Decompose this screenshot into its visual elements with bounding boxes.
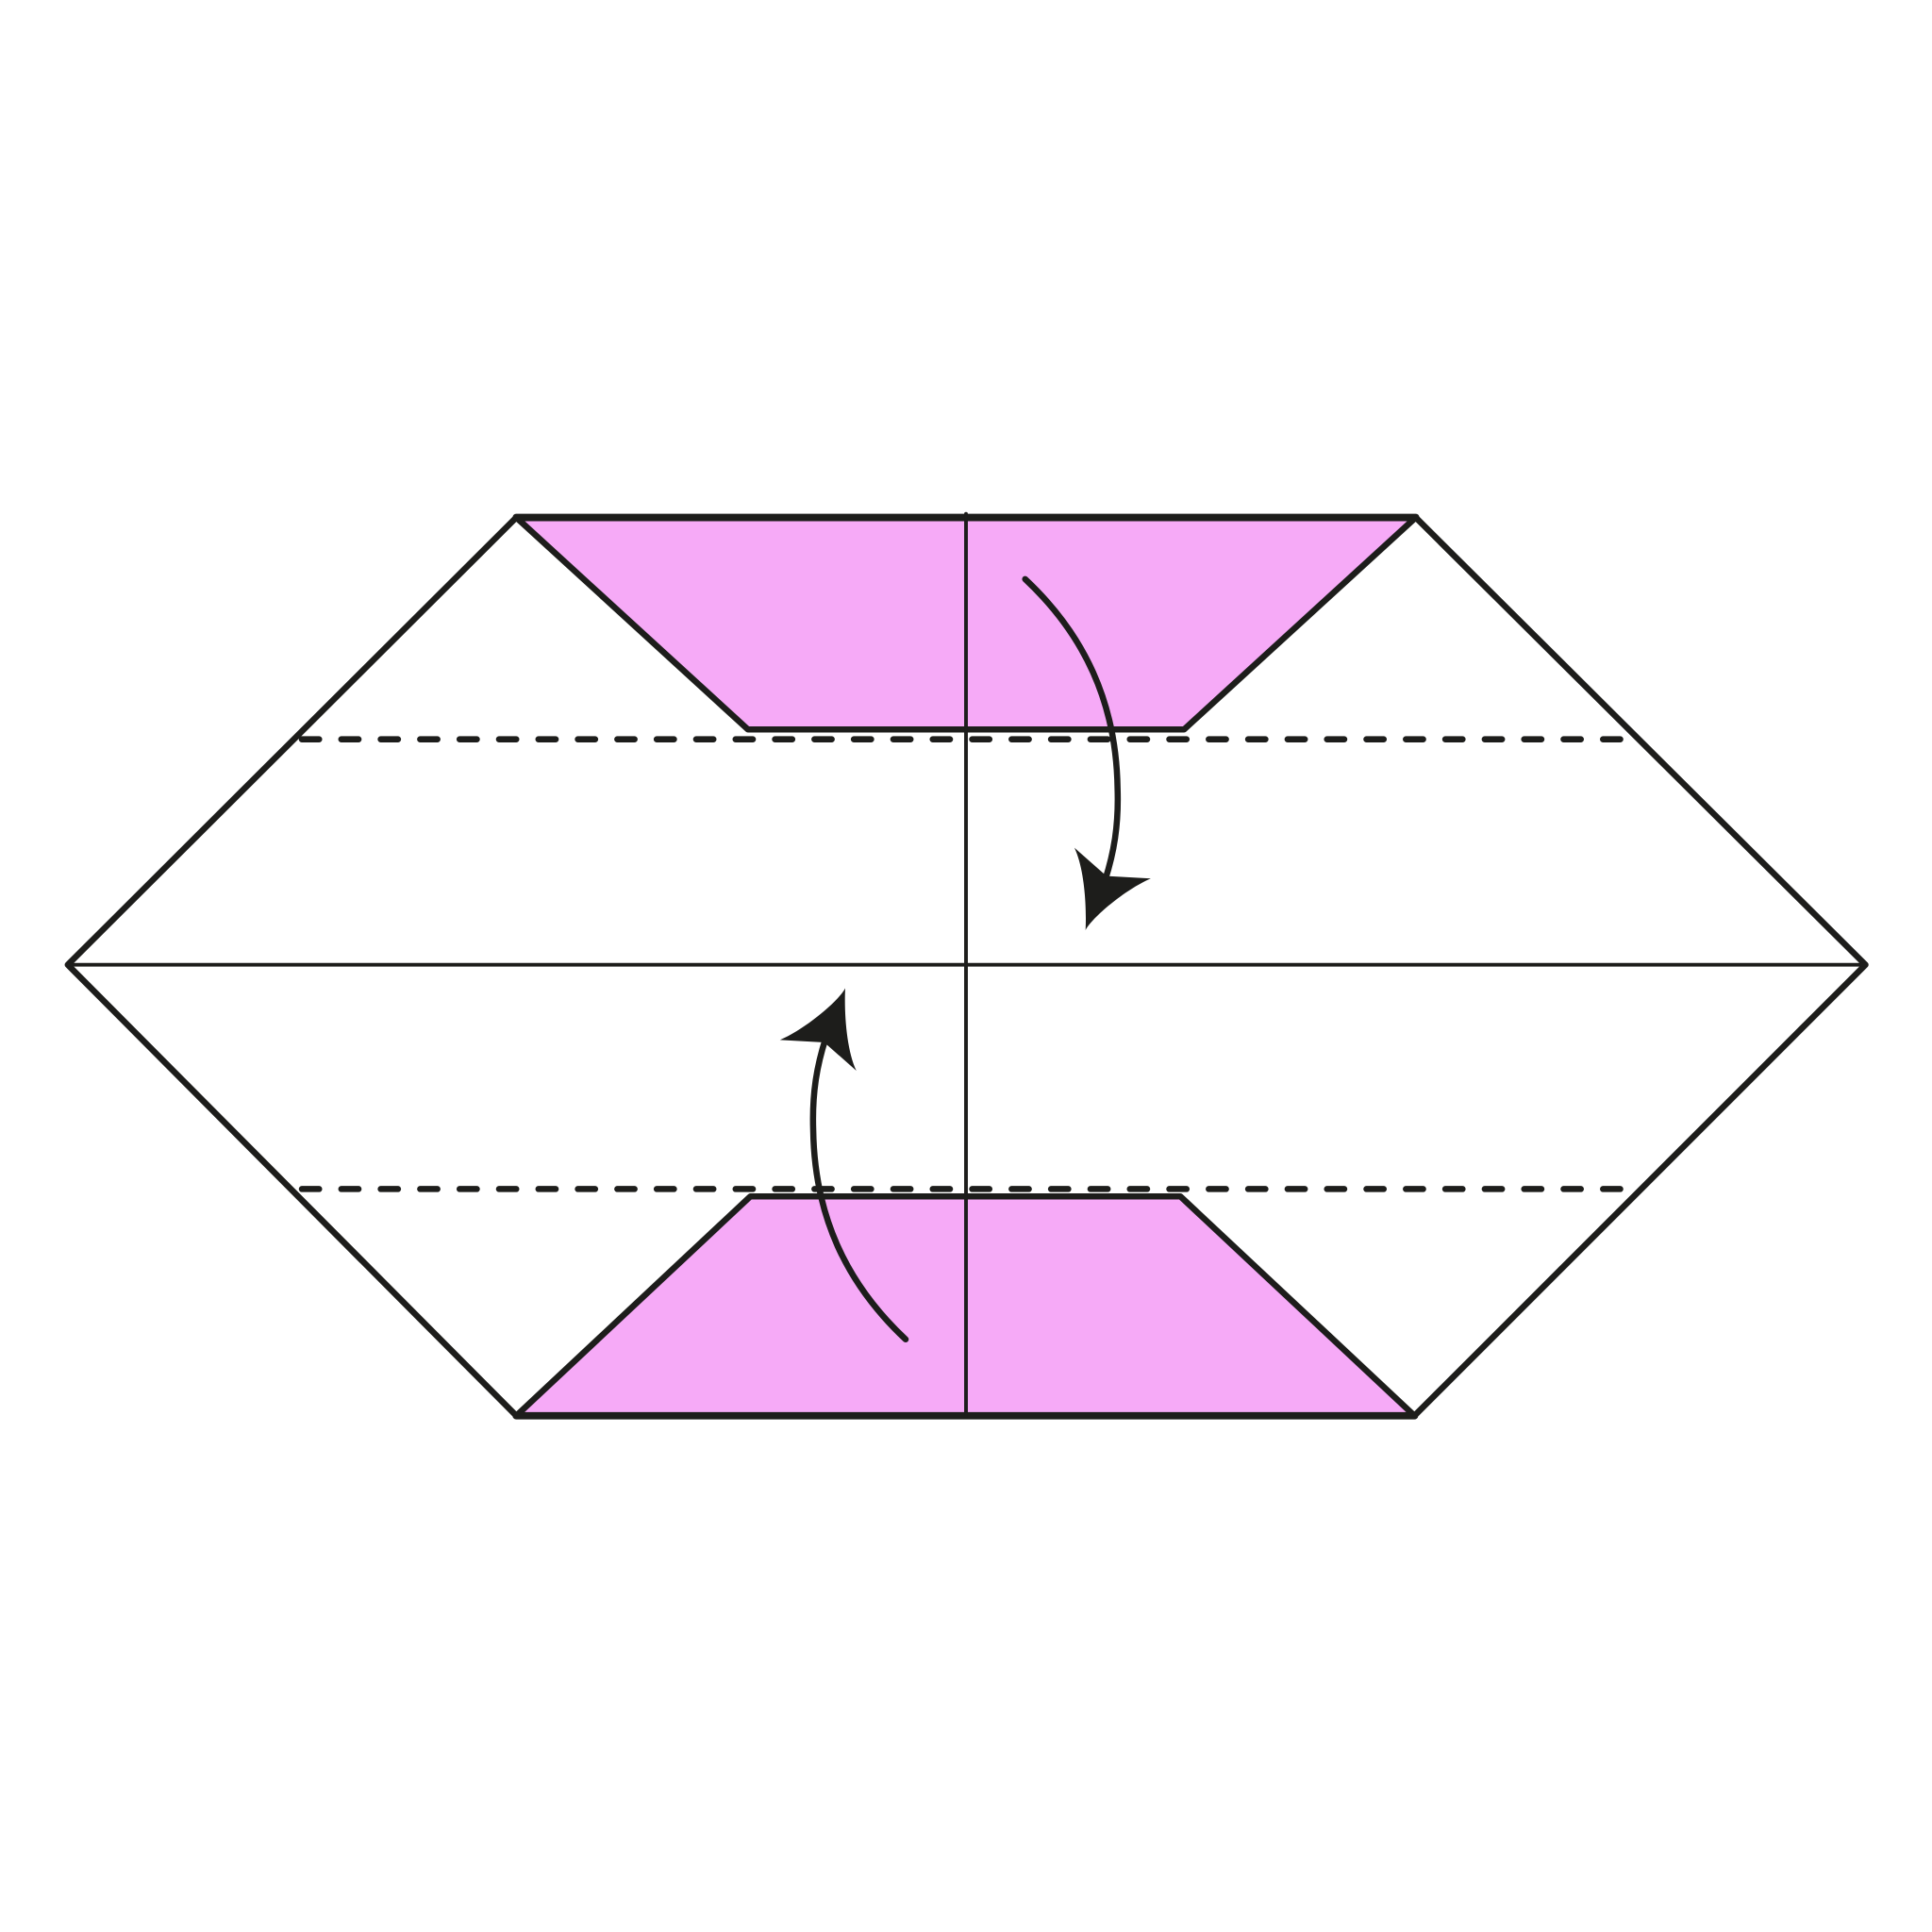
- fold-arrow-up-icon: [779, 988, 909, 1343]
- fold-arrow-down-icon: [1022, 575, 1151, 931]
